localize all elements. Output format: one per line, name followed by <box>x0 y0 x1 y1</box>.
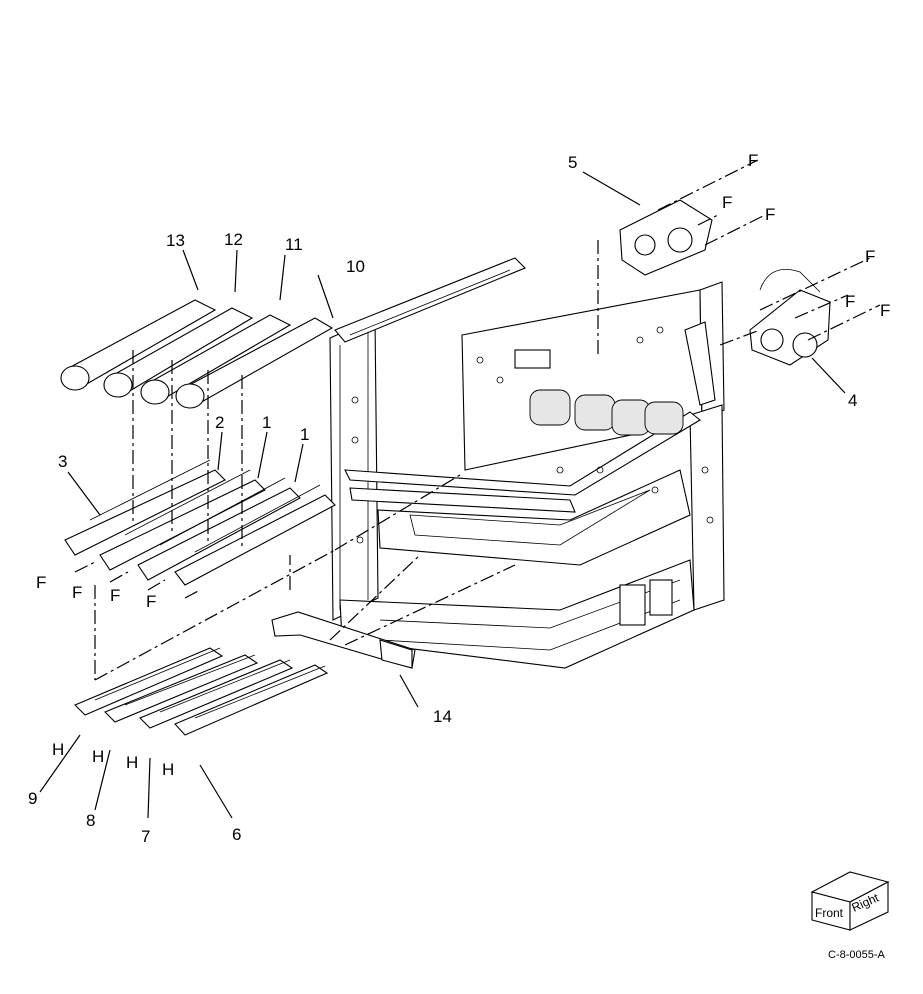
motor-assembly-5 <box>619 199 713 276</box>
motor-assembly-4 <box>749 268 831 366</box>
fastener-f-label: F <box>146 592 156 611</box>
developer-housings <box>64 459 336 586</box>
cube-front-label: Front <box>815 906 844 920</box>
callout-7: 7 <box>141 827 150 846</box>
callout-1b: 1 <box>300 425 309 444</box>
orientation-cube: Front Right <box>810 871 890 931</box>
callout-5: 5 <box>568 153 577 172</box>
fastener-f-label: F <box>880 301 890 320</box>
callout-8: 8 <box>86 811 95 830</box>
fastener-f-label: F <box>722 193 732 212</box>
callout-1a: 1 <box>262 413 271 432</box>
fastener-f-label: F <box>110 586 120 605</box>
callout-14: 14 <box>433 707 452 726</box>
callout-11: 11 <box>285 235 303 254</box>
fastener-h-label: H <box>162 760 174 779</box>
leader-lines <box>39 171 846 819</box>
fastener-h-label: H <box>92 747 104 766</box>
callout-12: 12 <box>224 230 243 249</box>
callout-3: 3 <box>58 452 67 471</box>
callout-13: 13 <box>166 231 185 250</box>
drum-units <box>74 647 329 736</box>
part-14-front-cover <box>271 611 416 669</box>
fastener-f-label: F <box>865 247 875 266</box>
assembly-guide-lines <box>74 159 881 681</box>
fastener-f-label: F <box>765 205 775 224</box>
fastener-f-label: F <box>36 573 46 592</box>
callout-2: 2 <box>215 413 224 432</box>
fastener-f-label: F <box>748 151 758 170</box>
callout-6: 6 <box>232 825 241 844</box>
fastener-f-label: F <box>845 292 855 311</box>
figure-id: C-8-0055-A <box>828 949 886 961</box>
toner-cartridges <box>60 299 334 409</box>
fastener-labels: F F F F F F F F F F H H H H <box>36 151 890 779</box>
callout-numbers: 5 4 13 12 11 10 3 2 1 1 14 9 8 7 6 <box>28 153 857 846</box>
callout-9: 9 <box>28 789 37 808</box>
callout-4: 4 <box>848 391 857 410</box>
fastener-f-label: F <box>72 583 82 602</box>
fastener-h-label: H <box>126 753 138 772</box>
fastener-h-label: H <box>52 740 64 759</box>
callout-10: 10 <box>346 257 365 276</box>
main-chassis-frame <box>329 257 725 669</box>
